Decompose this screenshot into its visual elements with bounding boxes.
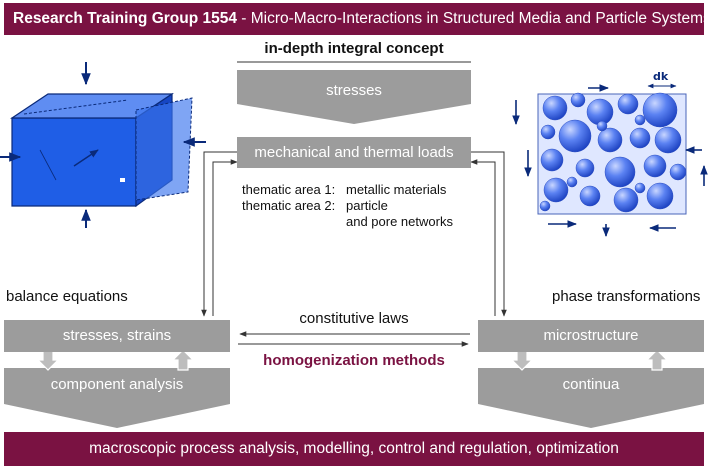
stresses-strains-box: stresses, strains [4, 320, 230, 352]
particle-sphere [596, 120, 608, 132]
particle-sphere [654, 126, 682, 154]
particle-sphere [579, 185, 601, 207]
dk-label: dk [653, 70, 669, 83]
particle-sphere [586, 98, 614, 126]
particle-sphere [542, 95, 568, 121]
particle-sphere [540, 124, 556, 140]
area2-value-1: particle [346, 198, 388, 213]
volume-element-figure [0, 62, 206, 228]
title-rest: - Micro-Macro-Interactions in Structured… [236, 10, 708, 27]
right-loop-line-inner [470, 159, 496, 316]
particle-sphere [617, 93, 639, 115]
balance-equations-heading: balance equations [6, 288, 128, 305]
particle-sphere [604, 156, 636, 188]
particle-sphere [634, 114, 646, 126]
particle-sphere [566, 176, 578, 188]
microstructure-box: microstructure [478, 320, 704, 352]
particle-sphere [629, 127, 651, 149]
left-loop-line [201, 151, 237, 317]
particle-sphere [643, 154, 667, 178]
constitutive-laws-label: constitutive laws [299, 310, 409, 327]
particle-sphere [642, 92, 678, 128]
particle-sphere [575, 158, 595, 178]
area2-label: thematic area 2: [242, 198, 336, 213]
particle-sphere [558, 119, 592, 153]
area1-value: metallic materials [346, 182, 447, 197]
right-bottom-chevron [478, 368, 704, 428]
title-bar: Research Training Group 1554 - Micro-Mac… [4, 3, 708, 35]
concept-heading: in-depth integral concept [264, 40, 444, 57]
left-bottom-chevron [4, 368, 230, 428]
homogenization-methods-label: homogenization methods [263, 352, 445, 369]
particle-sphere [540, 148, 564, 172]
particle-sphere [634, 182, 646, 194]
particle-sphere [597, 127, 623, 153]
loads-box: mechanical and thermal loads [237, 137, 471, 168]
right-loop-line [471, 151, 507, 317]
particle-sphere [543, 177, 569, 203]
particle-sphere [570, 92, 586, 108]
continua-label: continua [562, 376, 620, 393]
particle-sphere [646, 182, 674, 210]
phase-transformations-heading: phase transformations [552, 288, 701, 305]
stresses-chevron [237, 70, 471, 124]
particle-sphere [669, 163, 687, 181]
right-connector-arrows [510, 349, 669, 371]
stresses-label: stresses [326, 82, 382, 99]
title-bold: Research Training Group 1554 [13, 10, 237, 27]
area1-label: thematic area 1: [242, 182, 336, 197]
particle-sphere [539, 200, 551, 212]
footer-bar: macroscopic process analysis, modelling,… [4, 432, 704, 466]
particle-system-figure: dk [512, 70, 708, 237]
particle-sphere [613, 187, 639, 213]
area2-value-2: and pore networks [346, 214, 453, 229]
component-analysis-label: component analysis [50, 376, 184, 393]
left-connector-arrows [36, 349, 195, 371]
left-loop-line-inner [212, 159, 238, 316]
